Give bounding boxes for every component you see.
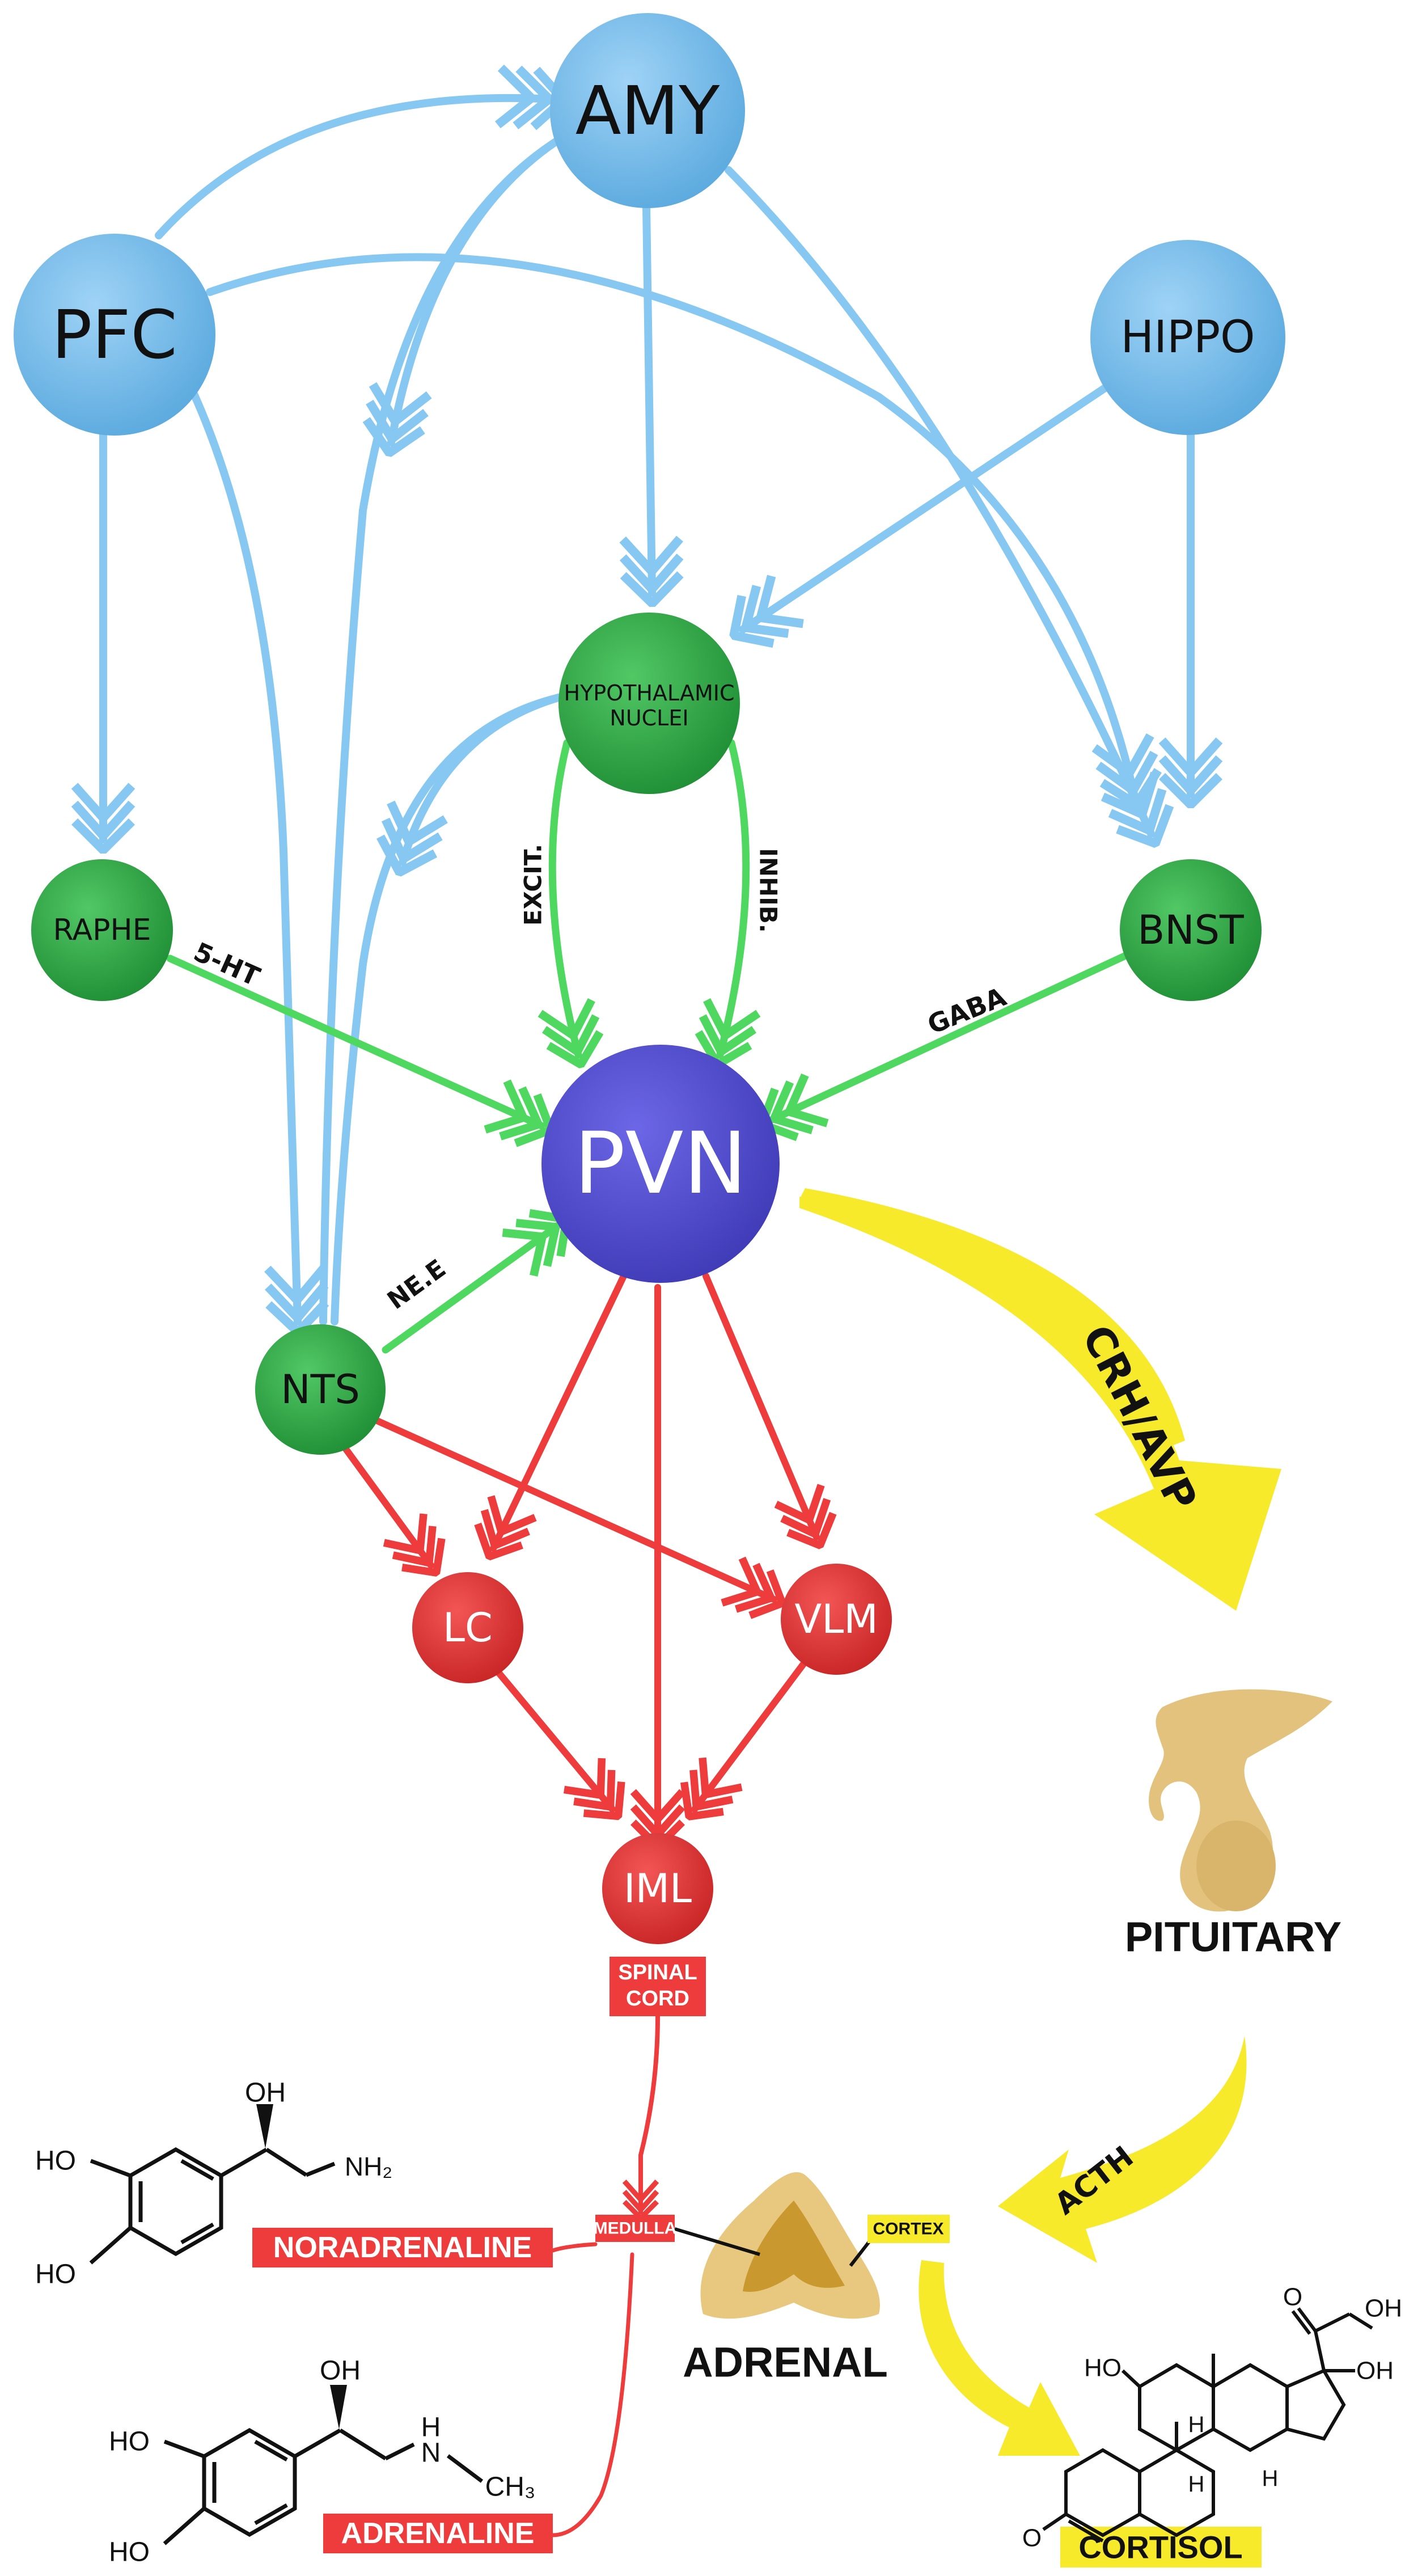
edge-amy-bnst bbox=[725, 166, 1151, 834]
node-raphe-label: RAPHE bbox=[53, 913, 151, 947]
node-pfc-label: PFC bbox=[52, 295, 177, 374]
node-hypothalamic-nuclei[interactable]: HYPOTHALAMIC NUCLEI bbox=[558, 613, 740, 794]
edge-amy-nts bbox=[319, 138, 560, 1325]
adrenaline-n: N bbox=[421, 2438, 441, 2468]
noradrenaline-oh: OH bbox=[245, 2078, 286, 2108]
spinal-cord-line-1: SPINAL bbox=[618, 1961, 697, 1984]
edge-bnst-pvn bbox=[771, 952, 1129, 1120]
edge-nts-vlm bbox=[374, 1417, 774, 1599]
node-lc-label: LC bbox=[443, 1604, 493, 1651]
node-bnst-label: BNST bbox=[1137, 907, 1244, 953]
node-hypothalamic-label-2: NUCLEI bbox=[610, 706, 688, 730]
node-lc[interactable]: LC bbox=[412, 1572, 523, 1683]
node-vlm[interactable]: VLM bbox=[781, 1564, 892, 1675]
adrenaline-oh: OH bbox=[320, 2356, 361, 2386]
edge-pfc-bnst bbox=[206, 253, 1134, 794]
cortisol-o-ketone: O bbox=[1022, 2524, 1042, 2552]
node-vlm-label: VLM bbox=[794, 1596, 878, 1642]
adrenaline-tag: ADRENALINE bbox=[323, 2514, 553, 2553]
pituitary-icon bbox=[1149, 1689, 1332, 1912]
node-bnst[interactable]: BNST bbox=[1120, 859, 1262, 1001]
label-excit: EXCIT. bbox=[519, 844, 547, 926]
edge-pvn-lc bbox=[493, 1273, 627, 1548]
cortisol-oh-1: OH bbox=[1365, 2295, 1402, 2322]
cortisol-structure bbox=[1042, 2307, 1373, 2543]
node-hippo-label: HIPPO bbox=[1120, 312, 1255, 363]
label-inhib: INHIB. bbox=[755, 848, 782, 933]
edge-hypothalamic-pvn-inhib bbox=[720, 739, 746, 1055]
node-pvn-label: PVN bbox=[574, 1114, 747, 1213]
adrenaline-h: H bbox=[421, 2413, 441, 2443]
adrenal-icon bbox=[700, 2172, 880, 2319]
edge-nts-pvn bbox=[382, 1225, 558, 1354]
edge-amy-nts-arrow bbox=[391, 138, 560, 442]
medulla-pointer bbox=[674, 2227, 760, 2256]
edge-hypothalamic-nts bbox=[331, 694, 562, 1325]
node-pfc[interactable]: PFC bbox=[14, 234, 215, 436]
cortisol-h-1: H bbox=[1188, 2412, 1205, 2437]
noradrenaline-structure bbox=[89, 2104, 336, 2265]
spinal-cord-tag: SPINAL CORD bbox=[610, 1957, 706, 2016]
noradrenaline-tag-text: NORADRENALINE bbox=[273, 2231, 532, 2264]
edge-medulla-noradrenaline bbox=[551, 2242, 598, 2253]
edge-amy-hypothalamic bbox=[646, 203, 652, 593]
yellow-arrows bbox=[799, 1188, 1281, 2456]
medulla-tag: MEDULLA bbox=[594, 2215, 677, 2242]
edge-vlm-iml bbox=[695, 1658, 809, 1809]
node-nts[interactable]: NTS bbox=[255, 1324, 386, 1455]
edge-raphe-pvn bbox=[166, 955, 541, 1126]
edge-hippo-hypothalamic bbox=[743, 382, 1112, 630]
adrenaline-ch3: CH₃ bbox=[485, 2472, 536, 2502]
noradrenaline-ho-2: HO bbox=[35, 2260, 76, 2290]
node-iml-label: IML bbox=[624, 1865, 692, 1912]
edge-nts-lc bbox=[342, 1446, 431, 1565]
edge-hypothalamic-nts-arrow bbox=[403, 694, 562, 862]
node-raphe[interactable]: RAPHE bbox=[31, 859, 173, 1001]
edge-medulla-adrenaline bbox=[551, 2252, 634, 2537]
cortisol-oh-2: OH bbox=[1356, 2357, 1394, 2385]
edge-pfc-nts bbox=[189, 387, 298, 1321]
red-connections bbox=[342, 1273, 816, 2537]
edge-pvn-vlm bbox=[702, 1273, 816, 1537]
edge-spinal-medulla bbox=[641, 2014, 660, 2212]
adrenaline-ho-1: HO bbox=[109, 2427, 150, 2457]
acth-arrow bbox=[998, 2036, 1247, 2263]
node-hippo[interactable]: HIPPO bbox=[1090, 240, 1285, 435]
blue-connections bbox=[103, 98, 1191, 1321]
cortisol-o-side: O bbox=[1283, 2283, 1302, 2311]
node-nts-label: NTS bbox=[281, 1366, 360, 1413]
noradrenaline-tag: NORADRENALINE bbox=[252, 2228, 553, 2267]
green-connections bbox=[166, 739, 1129, 1354]
node-amy[interactable]: AMY bbox=[550, 13, 745, 208]
node-hypothalamic-label-1: HYPOTHALAMIC bbox=[564, 681, 735, 706]
label-crh-avp: CRH/AVP bbox=[1073, 1317, 1207, 1518]
cortex-pointer bbox=[849, 2239, 872, 2267]
cortex-tag-text: CORTEX bbox=[873, 2220, 943, 2239]
medulla-tag-text: MEDULLA bbox=[594, 2219, 677, 2238]
crh-avp-arrow-body bbox=[799, 1197, 1281, 1611]
edge-lc-iml bbox=[496, 1670, 612, 1809]
edge-hypothalamic-pvn-excit bbox=[552, 739, 578, 1055]
spinal-cord-line-2: CORD bbox=[626, 1987, 689, 2011]
noradrenaline-ho-1: HO bbox=[35, 2146, 76, 2176]
adrenaline-structure bbox=[163, 2385, 484, 2545]
cortisol-tag: CORTISOL bbox=[1060, 2527, 1262, 2567]
cortex-tag: CORTEX bbox=[867, 2215, 950, 2243]
cortisol-h-3: H bbox=[1262, 2466, 1279, 2491]
edge-pfc-amy bbox=[155, 98, 553, 239]
cortisol-arrow bbox=[919, 2260, 1080, 2456]
adrenal-label: ADRENAL bbox=[683, 2339, 888, 2386]
cortisol-ho: HO bbox=[1084, 2354, 1122, 2382]
node-pvn[interactable]: PVN bbox=[541, 1045, 780, 1283]
cortisol-h-2: H bbox=[1188, 2472, 1205, 2497]
adrenaline-ho-2: HO bbox=[109, 2537, 150, 2567]
adrenaline-tag-text: ADRENALINE bbox=[341, 2517, 535, 2550]
node-amy-label: AMY bbox=[575, 71, 721, 150]
pituitary-label: PITUITARY bbox=[1125, 1914, 1341, 1961]
node-iml[interactable]: IML bbox=[602, 1833, 713, 1944]
noradrenaline-nh2: NH₂ bbox=[345, 2152, 392, 2181]
